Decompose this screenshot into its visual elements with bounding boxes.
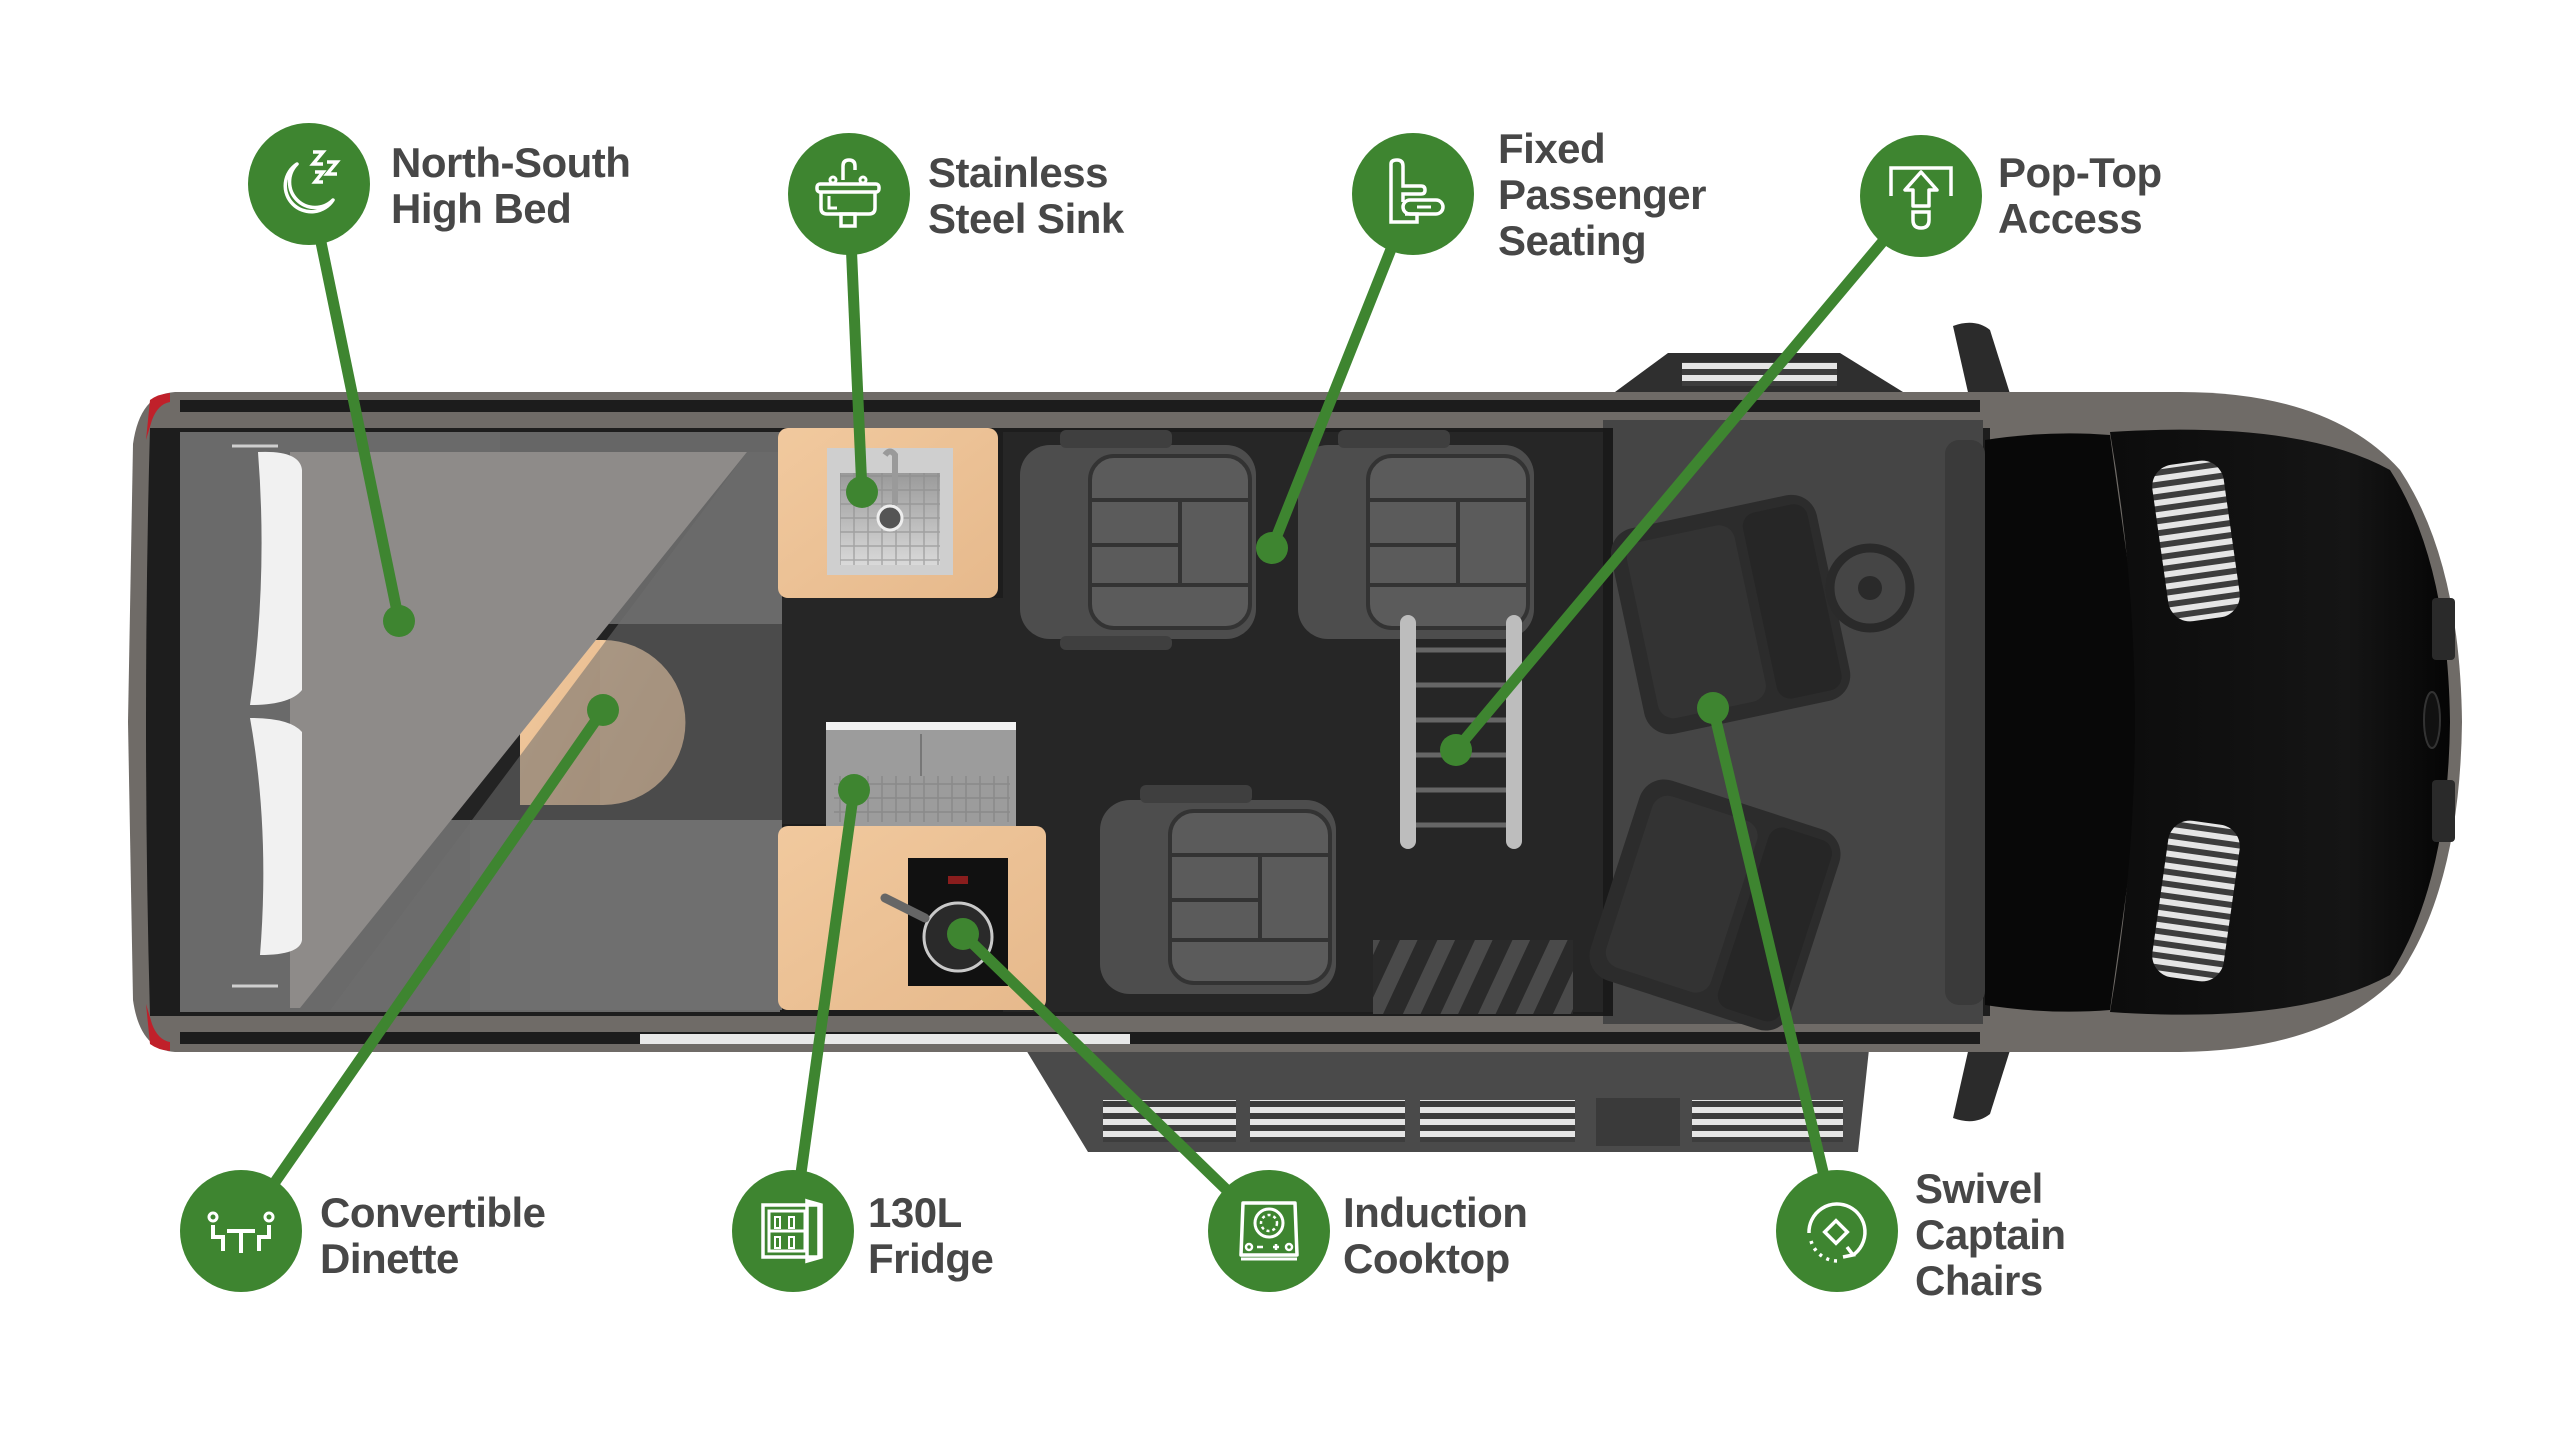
leader-line-dinette bbox=[236, 706, 608, 1235]
sink-drain bbox=[876, 504, 904, 532]
sleep-moon-icon bbox=[283, 150, 341, 214]
label-line: Pop-Top bbox=[1998, 149, 2162, 196]
label-line: Induction bbox=[1343, 1189, 1528, 1236]
leader-lines bbox=[236, 182, 1926, 1235]
passenger-seat-3 bbox=[1100, 785, 1336, 994]
faucet bbox=[882, 448, 898, 505]
label-line: Passenger bbox=[1498, 171, 1706, 218]
leader-line-bed bbox=[303, 182, 405, 623]
label-sink: Stainless Steel Sink bbox=[928, 150, 1124, 242]
leader-line-poptop bbox=[1451, 192, 1926, 754]
fridge-icon bbox=[761, 1198, 823, 1264]
swivel-rotate-icon bbox=[1807, 1202, 1867, 1263]
tail-light-top bbox=[146, 393, 170, 440]
dinette-table-icon bbox=[207, 1211, 275, 1253]
windshield bbox=[1985, 433, 2150, 1012]
left-mirror bbox=[1953, 322, 2012, 410]
passenger-seat-1 bbox=[1020, 430, 1256, 650]
front-emblem bbox=[2423, 691, 2441, 749]
captain-chair-driver bbox=[1610, 494, 1851, 735]
label-line: Convertible bbox=[320, 1189, 546, 1236]
label-line: Swivel bbox=[1915, 1165, 2043, 1212]
steering-wheel bbox=[1825, 543, 1915, 633]
sink-icon bbox=[815, 158, 881, 228]
badge-swivel bbox=[1776, 1170, 1898, 1292]
lower-running-board bbox=[1020, 1040, 1870, 1152]
label-line: Steel Sink bbox=[928, 195, 1124, 242]
label-line: Cooktop bbox=[1343, 1235, 1510, 1282]
label-line: Chairs bbox=[1915, 1257, 2043, 1304]
label-line: Captain bbox=[1915, 1211, 2066, 1258]
leader-line-cooktop bbox=[959, 930, 1273, 1235]
pop-top-arrow-icon bbox=[1889, 166, 1953, 230]
badge-dinette bbox=[180, 1170, 302, 1292]
leader-dot-poptop bbox=[1440, 734, 1472, 766]
label-seating: Fixed Passenger Seating bbox=[1498, 126, 1706, 264]
leader-dot-seating bbox=[1256, 532, 1288, 564]
leader-dot-bed bbox=[383, 605, 415, 637]
passenger-seat-2 bbox=[1298, 430, 1534, 639]
front-tow-hook-bottom bbox=[2432, 780, 2455, 842]
induction-cooktop-icon bbox=[1239, 1201, 1299, 1261]
label-swivel: Swivel Captain Chairs bbox=[1915, 1166, 2066, 1304]
badge-fridge bbox=[732, 1170, 854, 1292]
label-line: Access bbox=[1998, 195, 2143, 242]
leader-dot-swivel bbox=[1697, 692, 1729, 724]
leader-dot-dinette bbox=[587, 694, 619, 726]
entry-step-mat bbox=[1373, 940, 1573, 1014]
label-line: Stainless bbox=[928, 149, 1108, 196]
label-dinette: Convertible Dinette bbox=[320, 1190, 546, 1282]
hood-vent-bottom bbox=[2152, 820, 2240, 982]
bed-platform-shadow bbox=[330, 452, 782, 1010]
label-line: 130L bbox=[868, 1189, 962, 1236]
leader-line-swivel bbox=[1707, 706, 1843, 1233]
label-line: Fridge bbox=[868, 1235, 994, 1282]
pillow-bottom bbox=[250, 718, 302, 955]
front-tow-hook-top bbox=[2432, 598, 2455, 660]
hood-vent-top bbox=[2152, 460, 2240, 622]
label-poptop: Pop-Top Access bbox=[1998, 150, 2162, 242]
label-line: Dinette bbox=[320, 1235, 459, 1282]
upper-running-board bbox=[1615, 353, 1903, 392]
dashboard bbox=[1945, 440, 1985, 1005]
label-bed: North-South High Bed bbox=[391, 139, 631, 232]
right-mirror bbox=[1953, 1034, 2012, 1122]
label-fridge: 130L Fridge bbox=[868, 1189, 994, 1282]
tail-light-bottom bbox=[146, 1004, 170, 1051]
badge-sink bbox=[788, 133, 910, 255]
badge-cooktop bbox=[1208, 1170, 1330, 1292]
passenger-seat-icon bbox=[1389, 158, 1445, 224]
bed-mattress bbox=[290, 452, 747, 1008]
label-line: High Bed bbox=[391, 185, 572, 232]
label-line: Fixed bbox=[1498, 125, 1606, 172]
label-cooktop: Induction Cooktop bbox=[1343, 1189, 1528, 1282]
pillow-top bbox=[250, 451, 302, 705]
badge-seating bbox=[1352, 133, 1474, 255]
leader-dot-cooktop bbox=[947, 918, 979, 950]
leader-dot-sink bbox=[846, 476, 878, 508]
label-line: North-South bbox=[391, 139, 631, 186]
leader-line-fridge bbox=[787, 789, 860, 1232]
badge-poptop bbox=[1860, 135, 1982, 257]
label-line: Seating bbox=[1498, 217, 1647, 264]
leader-dot-fridge bbox=[838, 774, 870, 806]
leader-line-seating bbox=[1266, 191, 1419, 551]
badge-bed bbox=[248, 123, 370, 245]
